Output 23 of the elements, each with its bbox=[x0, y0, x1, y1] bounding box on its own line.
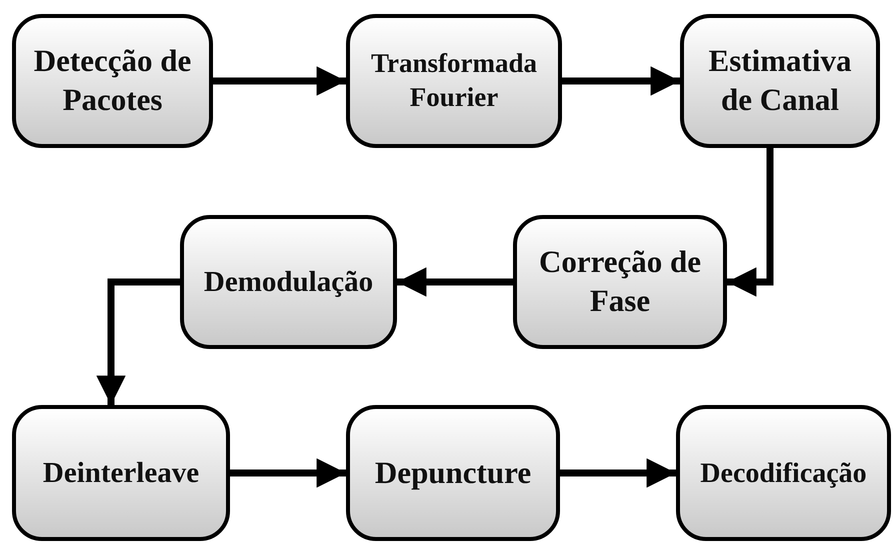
arrow bbox=[230, 458, 346, 488]
arrow bbox=[562, 66, 680, 96]
box-label: Decodificação bbox=[699, 456, 868, 490]
process-box bbox=[180, 215, 397, 349]
box-label: Deinterleave bbox=[42, 456, 200, 491]
box-label: Transformada Fourier bbox=[370, 47, 538, 114]
arrow bbox=[560, 458, 676, 488]
process-box bbox=[346, 405, 560, 541]
box-label: Demodulação bbox=[202, 264, 374, 300]
process-box bbox=[346, 14, 562, 148]
process-box bbox=[513, 215, 727, 349]
process-box bbox=[680, 14, 880, 148]
box-label: Detecção de Pacotes bbox=[32, 42, 192, 119]
arrow bbox=[96, 278, 180, 405]
process-box bbox=[12, 405, 230, 541]
process-box bbox=[12, 14, 213, 148]
box-label: Correção de Fase bbox=[538, 243, 702, 320]
box-label: Depuncture bbox=[374, 454, 532, 492]
process-box bbox=[676, 405, 891, 541]
box-label: Estimativa de Canal bbox=[708, 42, 852, 119]
arrow bbox=[727, 148, 774, 297]
arrow bbox=[213, 66, 346, 96]
arrow bbox=[397, 267, 513, 297]
